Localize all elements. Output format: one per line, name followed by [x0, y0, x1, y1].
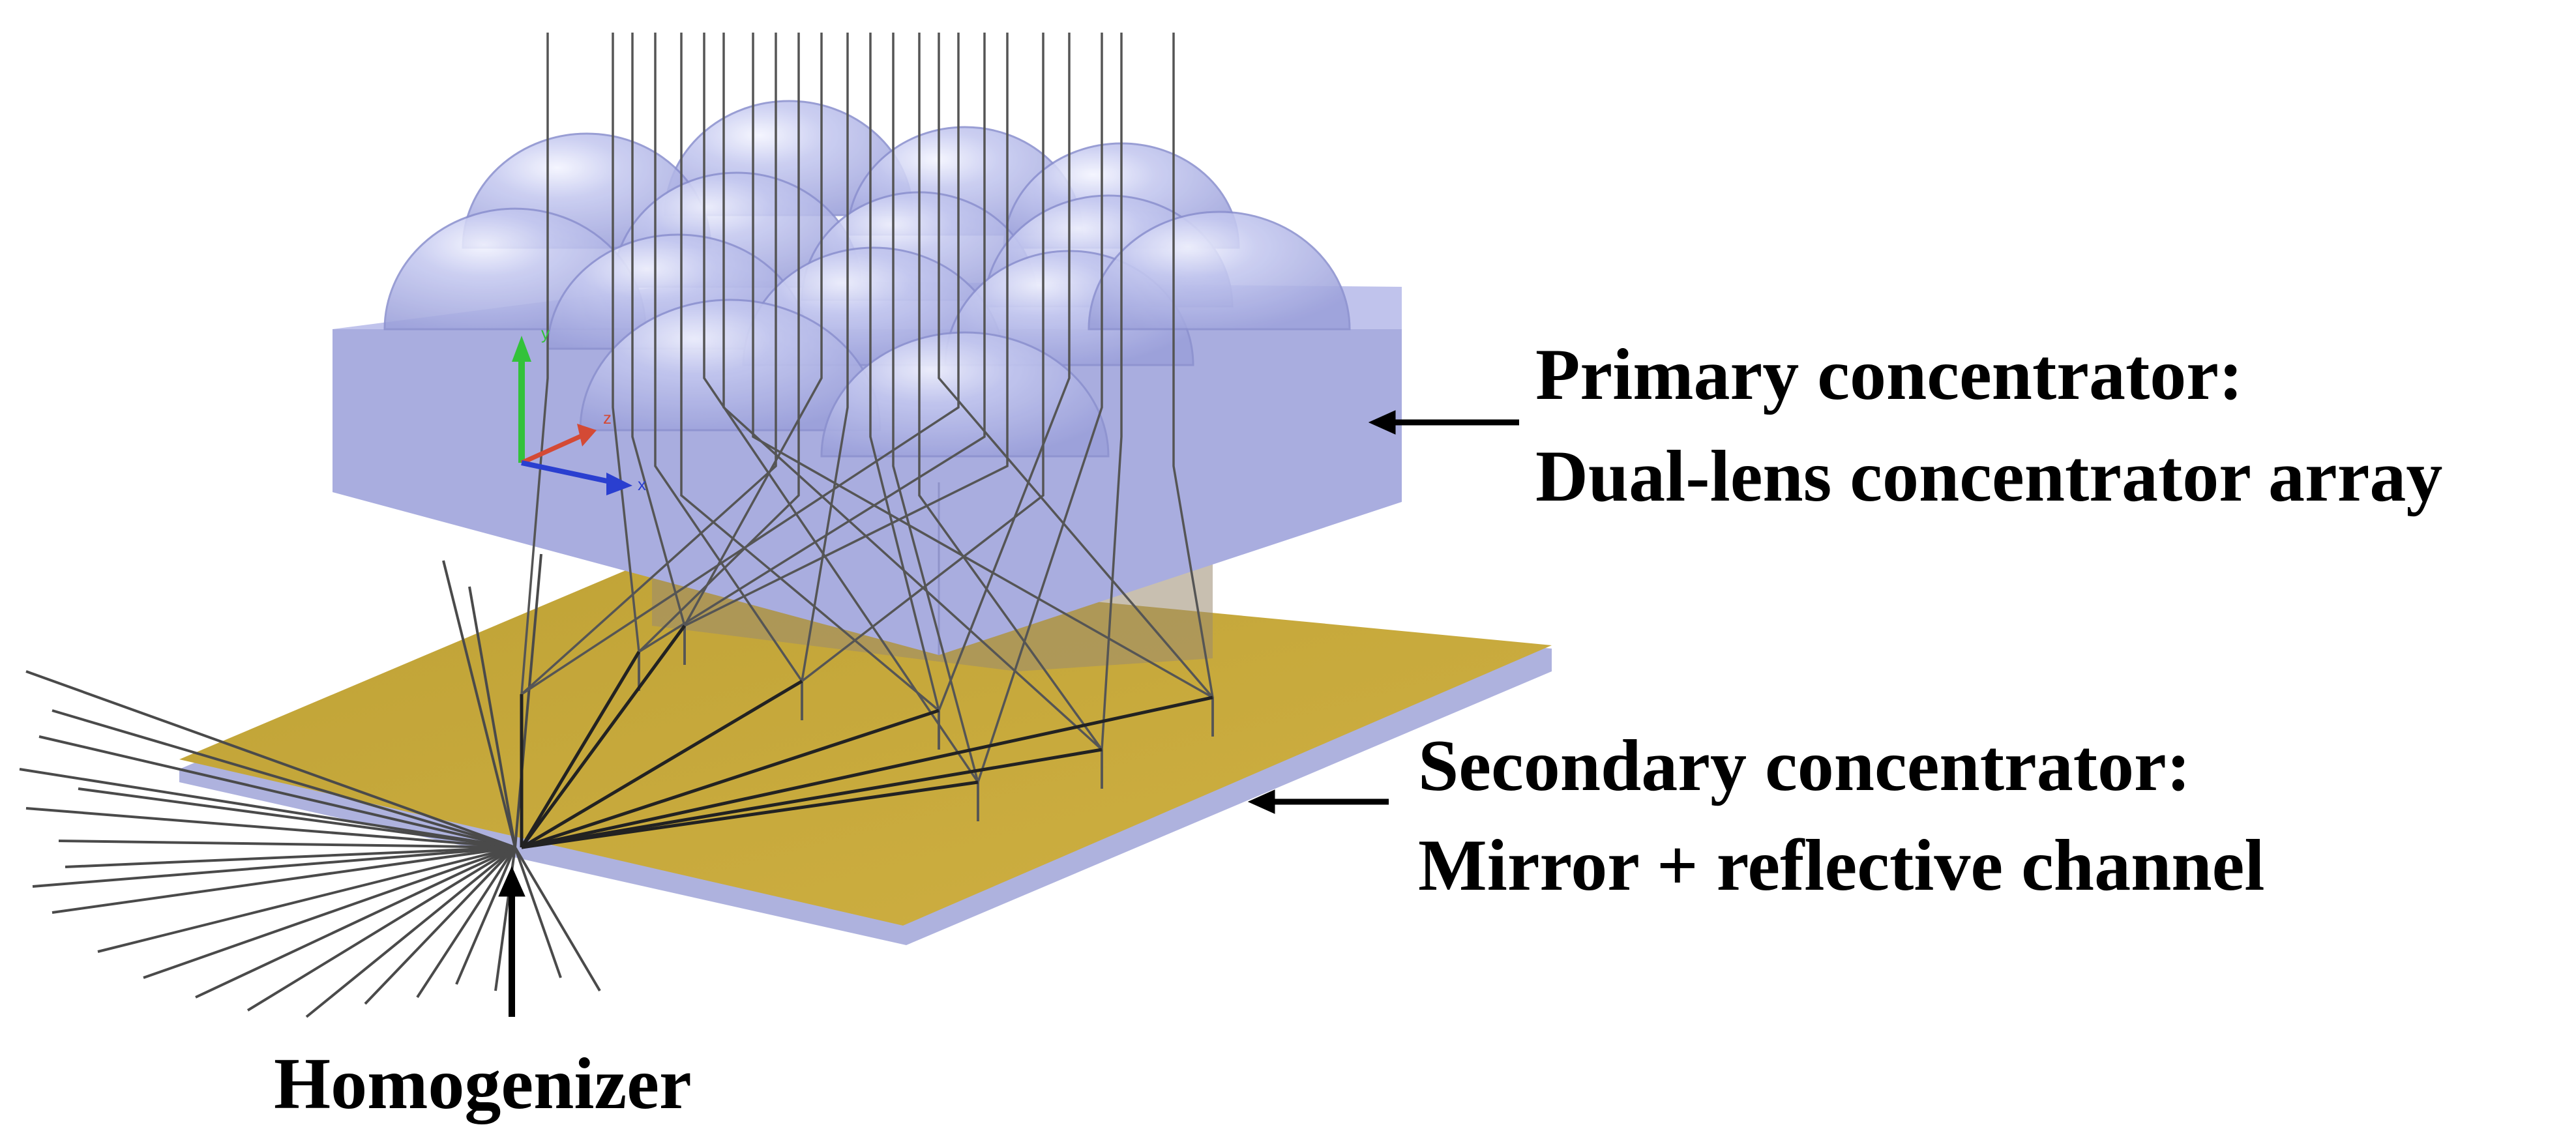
scattered-ray	[19, 768, 516, 849]
scattered-ray	[143, 846, 516, 979]
secondary-title: Secondary concentrator:	[1418, 725, 2191, 806]
homogenizer-arrow-icon	[498, 866, 526, 897]
concentrated-ray	[521, 709, 940, 849]
lens-dome	[1088, 211, 1351, 330]
primary-subtitle: Dual-lens concentrator array	[1535, 436, 2442, 517]
primary-lens-array	[333, 100, 1402, 655]
lens-domes	[383, 100, 1351, 458]
concentrated-ray	[521, 780, 979, 849]
scattered-ray	[78, 787, 516, 849]
scattered-ray	[468, 586, 516, 848]
scattered-ray	[58, 840, 516, 849]
light-ray	[801, 33, 1044, 720]
scattered-ray	[195, 846, 516, 999]
secondary-subtitle: Mirror + reflective channel	[1418, 825, 2265, 906]
label-arrows	[498, 410, 1519, 1017]
scattered-ray	[364, 846, 516, 1005]
scattered-ray	[25, 807, 516, 849]
scattered-ray	[514, 847, 562, 978]
concentrated-ray	[520, 651, 641, 849]
concentrated-ray	[520, 624, 687, 849]
scattered-ray	[25, 670, 516, 849]
light-ray	[638, 33, 986, 691]
z-axis-arrow-icon	[577, 424, 597, 447]
incoming-rays	[520, 33, 1214, 849]
scattered-ray	[514, 846, 601, 992]
concentrated-ray	[521, 748, 1103, 849]
scattered-ray	[52, 846, 516, 914]
scattered-ray	[514, 553, 542, 848]
scattered-ray	[97, 846, 516, 953]
concentrated-ray	[520, 679, 803, 849]
primary-arrow-icon	[1368, 410, 1396, 435]
scattered-ray	[305, 846, 516, 1018]
z-axis-label: z	[603, 408, 612, 428]
scattered-ray	[455, 847, 516, 985]
scattered-ray	[38, 735, 516, 849]
light-ray	[977, 33, 1103, 821]
x-axis-label: x	[638, 475, 646, 494]
light-ray	[683, 33, 1009, 665]
light-ray	[938, 33, 1071, 750]
x-axis-arrow-icon	[606, 473, 632, 495]
y-axis-label: y	[541, 323, 550, 343]
z-axis-line	[520, 431, 588, 465]
scattered-ray	[32, 846, 516, 888]
scattered-ray	[246, 846, 516, 1012]
light-ray	[1172, 33, 1214, 737]
scattered-ray	[416, 846, 516, 999]
scattered-ray	[65, 846, 516, 868]
homogenizer-label: Homogenizer	[274, 1044, 692, 1124]
scattered-ray	[52, 709, 516, 849]
concentrated-ray	[521, 695, 1213, 849]
light-ray	[1101, 33, 1123, 789]
scattered-rays	[19, 553, 601, 1018]
x-axis-line	[521, 460, 620, 486]
scattered-ray	[442, 560, 516, 848]
primary-title: Primary concentrator:	[1535, 334, 2243, 415]
secondary-arrow-icon	[1247, 789, 1275, 814]
axis-triad: y z x	[512, 323, 646, 495]
y-axis-arrow-icon	[512, 336, 531, 362]
